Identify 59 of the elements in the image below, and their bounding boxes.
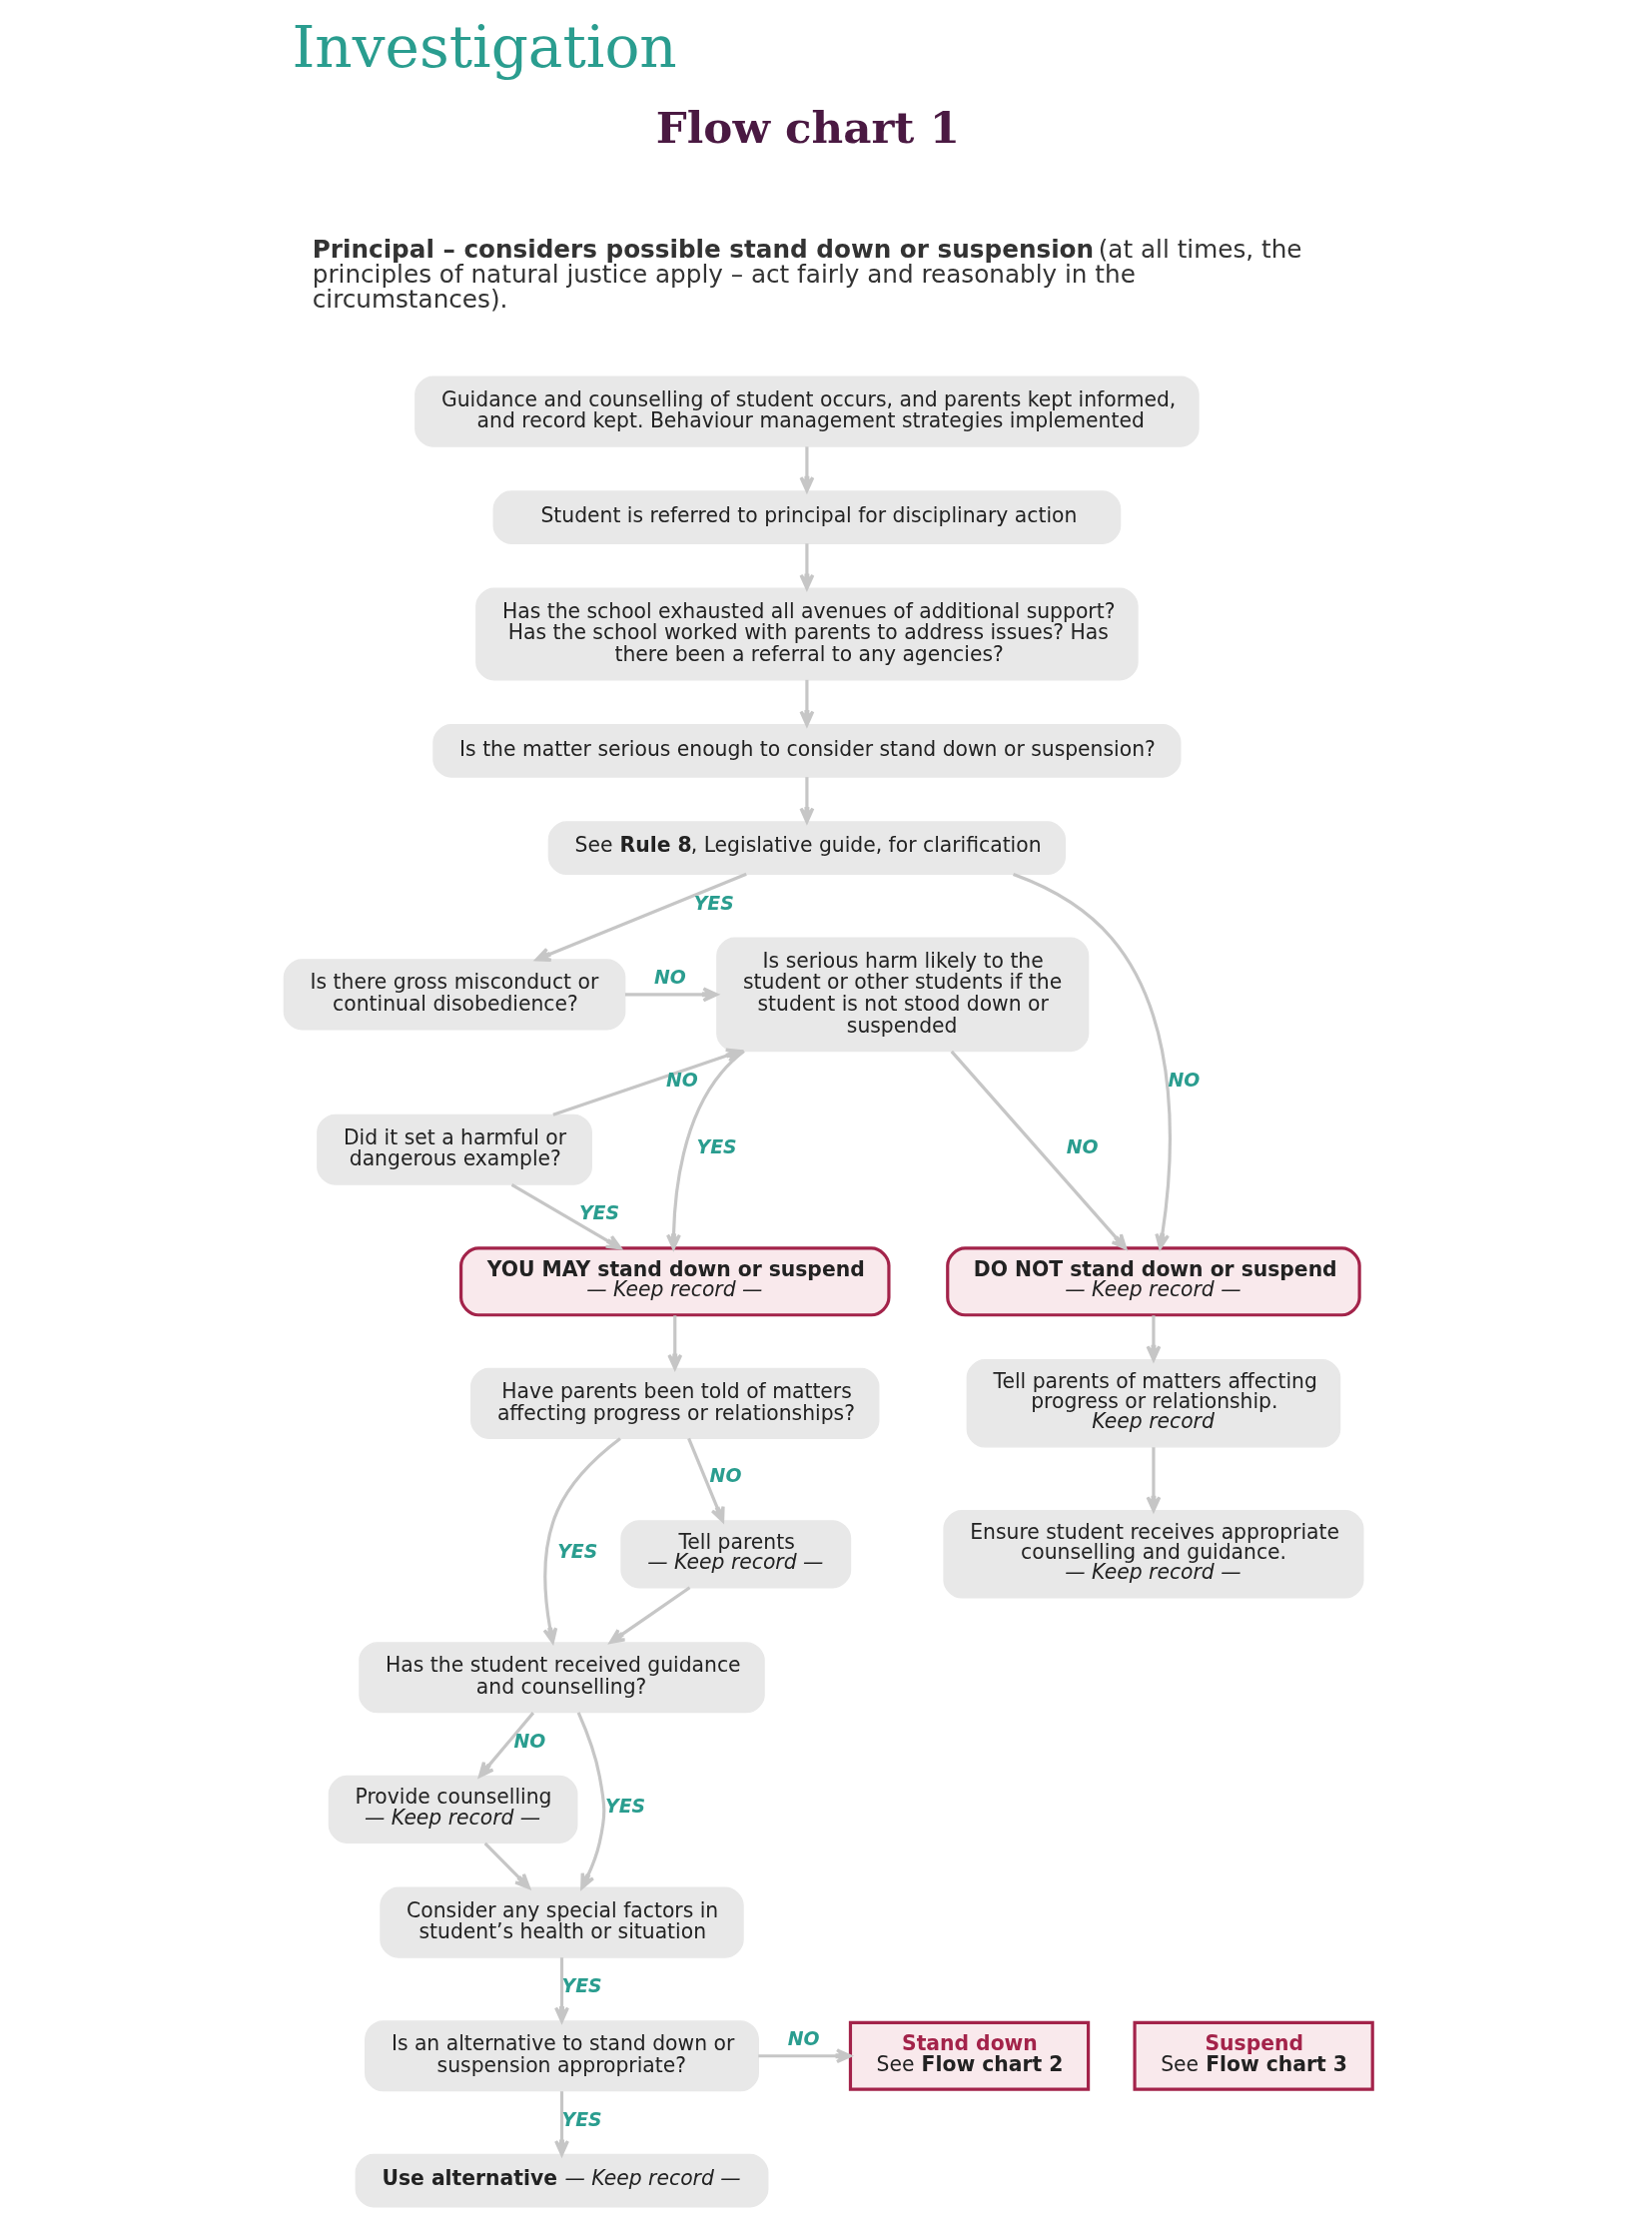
arrow [798, 679, 814, 727]
node-box: Have parents been told of matters affecting progress or relationships? [469, 1367, 879, 1439]
arrow [510, 1182, 621, 1250]
node-box: See Rule 8, Legislative guide, for clarification [547, 821, 1066, 876]
arrow [798, 446, 814, 492]
edge-label: NO [709, 1464, 741, 1487]
edge-label: NO [1066, 1134, 1099, 1157]
arrow [1145, 1315, 1161, 1362]
node-box: Use alternative — Keep record — [355, 2153, 768, 2208]
node-box: DO NOT stand down or suspend — Keep record — [945, 1246, 1361, 1317]
arrow [757, 2048, 852, 2064]
arrow [576, 1712, 605, 1889]
arrow [553, 1957, 569, 2023]
node-box: Consider any special factors in student’s health or situation [379, 1886, 744, 1958]
node-box: Tell parents of matters affecting progress or relationship. Keep record [966, 1359, 1340, 1448]
arrow [542, 1437, 621, 1644]
arrow [553, 2091, 569, 2156]
node-box: Guidance and counselling of student occurs, and parents kept informed, and record kept. Behaviour management strategies implemented [413, 375, 1200, 447]
node-box: Has the school exhausted all avenues of additional support? Has the school worked with parents to address issues? Has there been a referral to any agencies? [474, 587, 1139, 681]
arrow [534, 872, 747, 962]
diagram-title: Investigation [291, 12, 677, 81]
arrow [686, 1437, 725, 1523]
arrow [624, 987, 718, 1003]
node-box: Student is referred to principal for disciplinary action [492, 490, 1121, 544]
edge-label: YES [561, 1974, 602, 1997]
node-box: Stand down See Flow chart 2 [848, 2020, 1090, 2091]
edge-label: YES [561, 2108, 602, 2131]
edge-label: YES [578, 1201, 619, 1224]
node-box: Is the matter serious enough to consider stand down or suspension? [431, 724, 1182, 778]
label: Flow chart 1 [655, 101, 960, 153]
arrow [798, 543, 814, 590]
arrow [477, 1712, 534, 1779]
arrow [950, 1050, 1127, 1250]
node-box: Did it set a harmful or dangerous example? [316, 1113, 592, 1185]
node-box: Is an alternative to stand down or suspension appropriate? [364, 2020, 759, 2092]
node-box: YOU MAY stand down or suspend — Keep record — [458, 1246, 891, 1317]
node-box: Is there gross misconduct or continual disobedience? [283, 959, 625, 1031]
node-box: Has the student received guidance and counselling? [358, 1642, 765, 1714]
node-box: Suspend See Flow chart 3 [1132, 2020, 1374, 2091]
edge-label: YES [696, 1134, 737, 1157]
node-box: Is serious harm likely to the student or other students if the student is not stood down or suspended [715, 937, 1089, 1053]
edge-label: YES [693, 891, 734, 914]
node-box: Provide counselling — Keep record — [328, 1775, 577, 1844]
node-box: Ensure student receives appropriate counselling and guidance. — Keep record — [942, 1510, 1363, 1599]
label: Principal – considers possible stand down or suspension (at all times, the principles of natural justice apply – act fairly and reasonably in the circumstances). [312, 235, 1301, 314]
arrow [1012, 872, 1172, 1250]
edge-label: NO [665, 1068, 698, 1091]
edge-label: NO [513, 1730, 545, 1753]
arrow [798, 777, 814, 824]
arrow [1145, 1447, 1161, 1513]
edge-label: YES [604, 1795, 645, 1818]
edge-label: YES [556, 1539, 597, 1562]
edge-label: NO [1167, 1068, 1200, 1091]
arrow [483, 1842, 530, 1889]
edge-label: NO [653, 965, 686, 988]
arrow [608, 1586, 690, 1645]
arrow [666, 1315, 682, 1370]
edge-label: NO [787, 2026, 819, 2049]
node-box: Tell parents — Keep record — [619, 1520, 851, 1589]
